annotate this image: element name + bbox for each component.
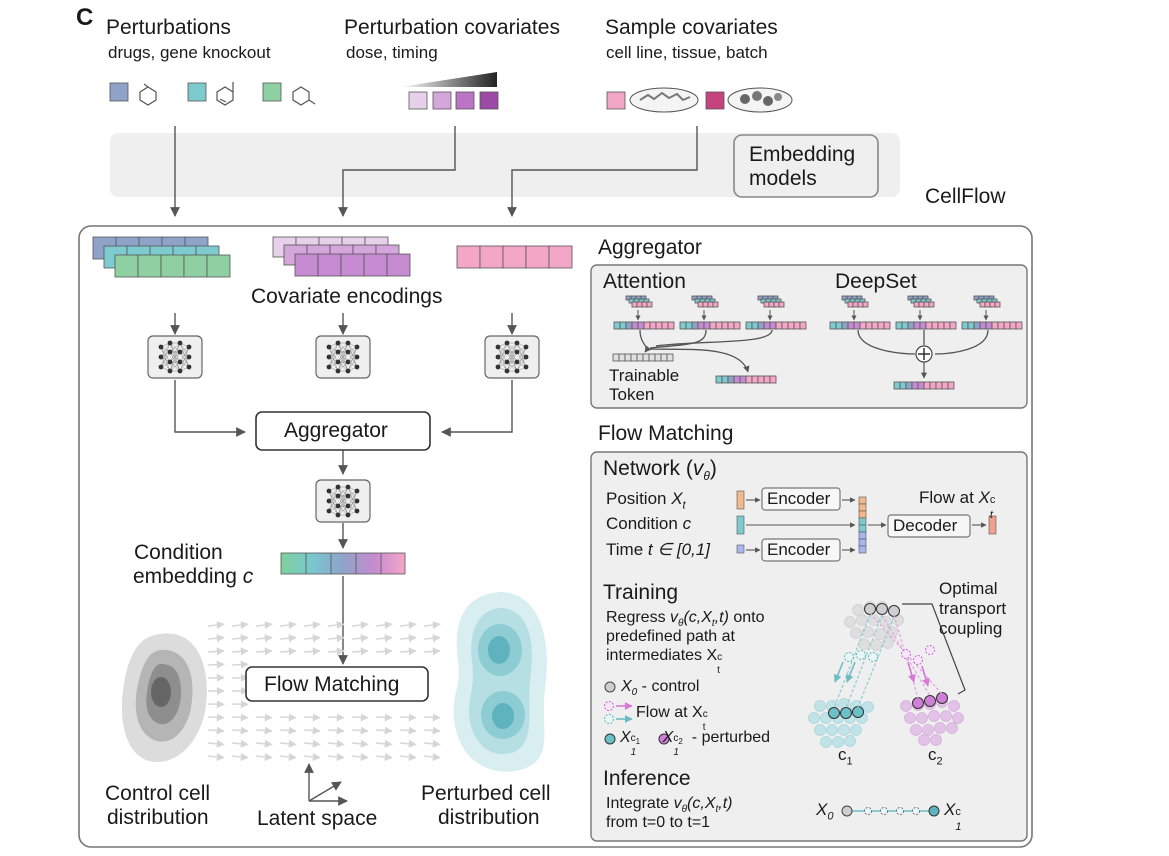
training-illustration bbox=[604, 601, 966, 748]
cluster-c1-label: c1 bbox=[838, 745, 853, 768]
decoder-label: Decoder bbox=[893, 516, 958, 535]
flow-matching-panel bbox=[590, 451, 1028, 842]
encoder-label-1: Encoder bbox=[767, 489, 831, 508]
legend-control: X0 - control bbox=[621, 678, 700, 699]
network-details bbox=[736, 487, 997, 562]
ot-line2: transport bbox=[939, 599, 1007, 618]
flow-matching-label: Flow Matching bbox=[264, 673, 400, 696]
training-line1: Regress vθ(c,Xt,t) onto bbox=[606, 609, 765, 630]
latent-space-label: Latent space bbox=[257, 807, 378, 830]
flow-matching-heading: Flow Matching bbox=[598, 422, 734, 445]
trainable-token-2: Token bbox=[609, 385, 655, 404]
covariate-encodings-stack bbox=[272, 236, 411, 277]
embedding-models-box bbox=[733, 134, 879, 198]
condition-embedding-line1: Condition bbox=[134, 541, 223, 564]
covariate-encodings-label: Covariate encodings bbox=[251, 285, 443, 308]
perturbed-label-1: Perturbed cell bbox=[421, 782, 551, 805]
sample-covariates-title: Sample covariates bbox=[605, 16, 778, 39]
embedding-band bbox=[110, 133, 900, 197]
network-title: Network (vθ) bbox=[603, 457, 717, 484]
aggregator-box bbox=[255, 411, 431, 451]
inference-line1: Integrate vθ(c,Xt,t) bbox=[606, 795, 733, 816]
decoder-box bbox=[887, 514, 971, 538]
encoder-box-1 bbox=[761, 487, 841, 511]
inference-x0: X0 bbox=[816, 800, 834, 823]
time-label: Time t ∈ [0,1] bbox=[606, 540, 710, 559]
deepset-label: DeepSet bbox=[835, 270, 917, 293]
panel-letter: C bbox=[76, 4, 94, 31]
ot-line3: coupling bbox=[939, 619, 1003, 638]
control-label-2: distribution bbox=[107, 806, 209, 829]
condition-label: Condition c bbox=[606, 514, 692, 533]
inference-line2: from t=0 to t=1 bbox=[606, 814, 711, 831]
condition-embedding-line2: embedding c bbox=[133, 565, 254, 588]
perturbations-subtitle: drugs, gene knockout bbox=[108, 43, 271, 62]
condition-embedding-vector bbox=[280, 552, 406, 575]
control-label-1: Control cell bbox=[105, 782, 211, 805]
flow-matching-box bbox=[245, 666, 429, 702]
position-label: Position Xt bbox=[606, 489, 686, 512]
ot-line1: Optimal bbox=[939, 579, 998, 598]
trainable-token-1: Trainable bbox=[609, 366, 680, 385]
perturbation-covariates-subtitle: dose, timing bbox=[346, 43, 438, 62]
cellflow-label: CellFlow bbox=[925, 185, 1006, 208]
encoder-label-2: Encoder bbox=[767, 540, 831, 559]
training-title: Training bbox=[603, 581, 679, 604]
aggregator-details bbox=[612, 295, 1023, 390]
sample-covariates-subtitle: cell line, tissue, batch bbox=[606, 43, 768, 62]
sample-icons bbox=[606, 87, 793, 113]
perturbation-covariates-title: Perturbation covariates bbox=[344, 16, 560, 39]
aggregator-label: Aggregator bbox=[284, 419, 388, 442]
encoder-box-2 bbox=[761, 538, 841, 562]
embedding-models-line1: Embedding bbox=[749, 143, 856, 166]
perturbation-icons bbox=[109, 82, 316, 106]
network-icons bbox=[147, 335, 540, 523]
cellflow-frame bbox=[78, 225, 1033, 848]
control-distribution bbox=[121, 633, 207, 762]
attention-label: Attention bbox=[603, 270, 686, 293]
inference-title: Inference bbox=[603, 767, 691, 790]
aggregator-heading: Aggregator bbox=[598, 236, 702, 259]
embedding-models-line2: models bbox=[749, 167, 817, 190]
perturbations-title: Perturbations bbox=[106, 16, 231, 39]
perturbed-label-2: distribution bbox=[438, 806, 540, 829]
vector-field bbox=[207, 621, 441, 761]
inference-chain bbox=[841, 805, 940, 817]
perturbation-encodings bbox=[92, 236, 231, 278]
training-line2: predefined path at bbox=[606, 628, 735, 645]
sample-encodings bbox=[456, 245, 573, 269]
dose-icons bbox=[400, 72, 499, 110]
latent-axes bbox=[304, 763, 348, 806]
cluster-c2-label: c2 bbox=[928, 745, 943, 768]
perturbed-distribution bbox=[453, 592, 547, 772]
